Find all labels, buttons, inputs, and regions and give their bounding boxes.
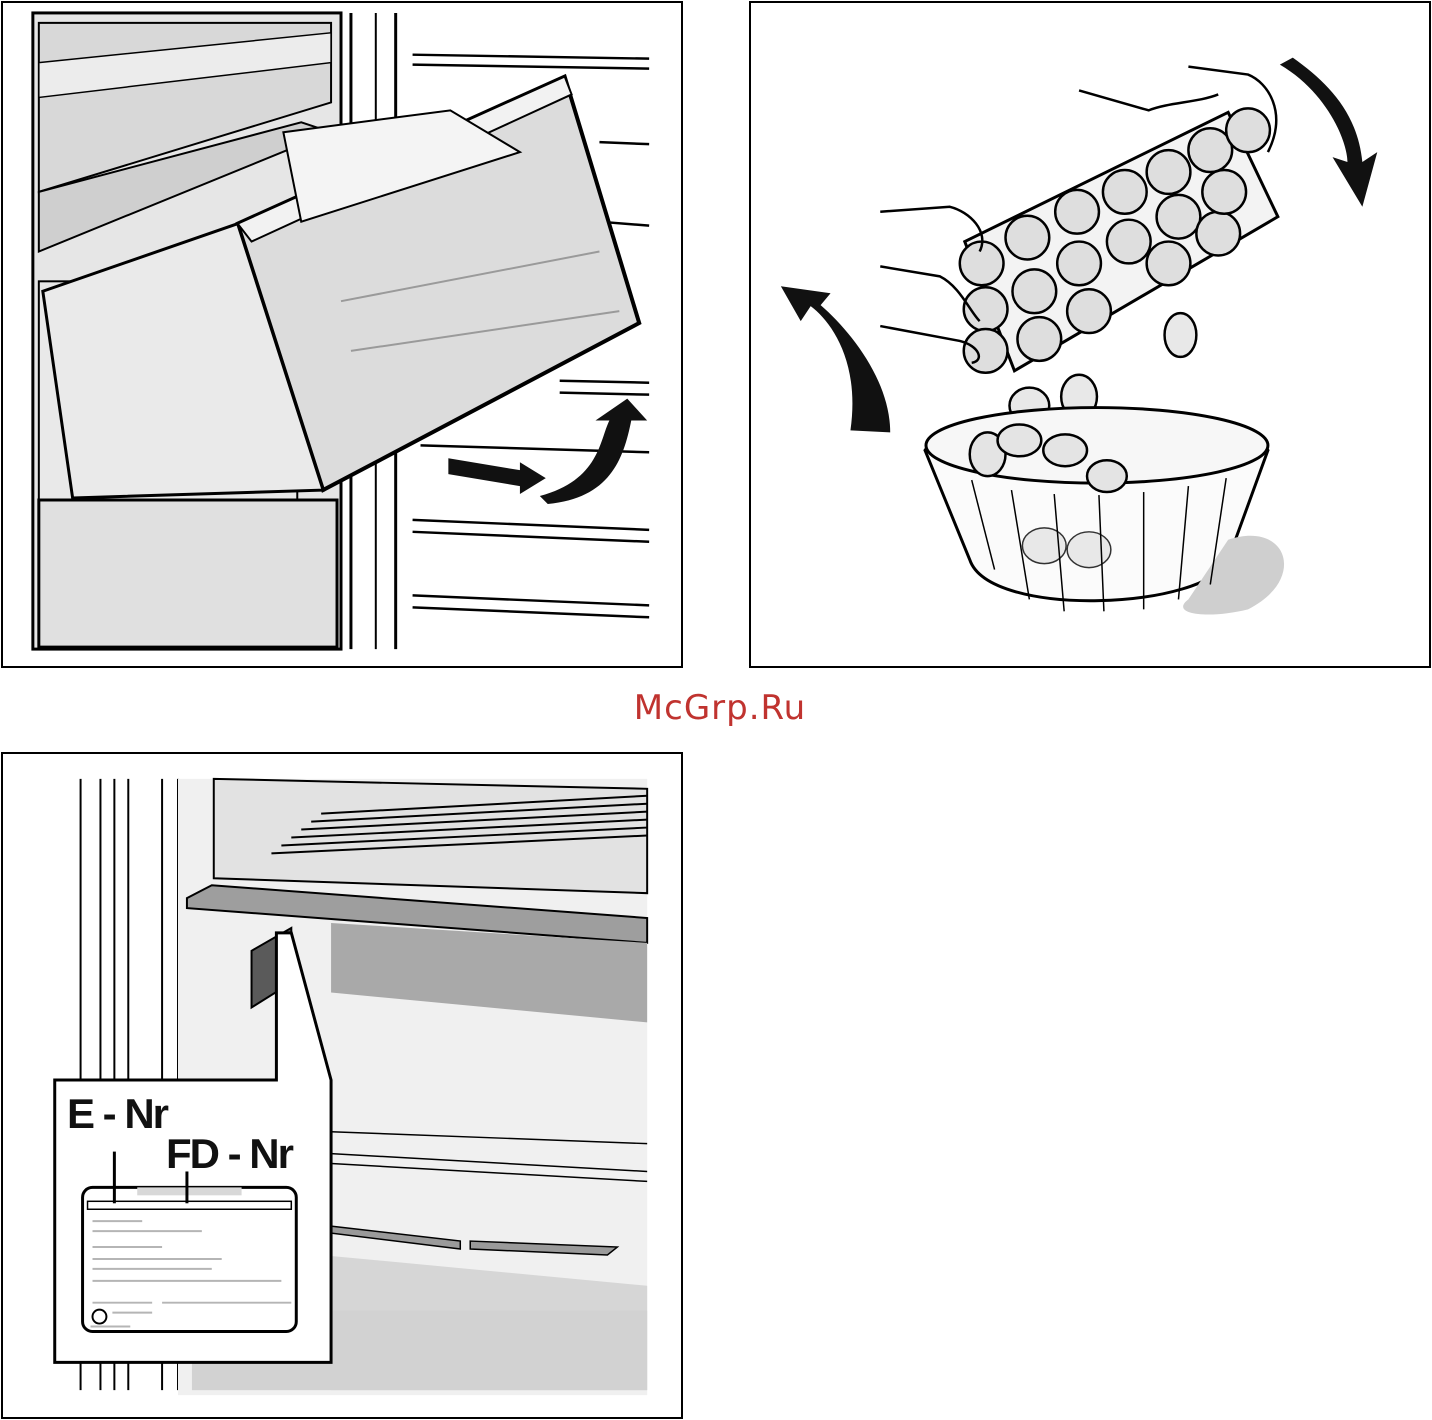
- rating-plate-location-illustration: [3, 754, 681, 1417]
- ice-tray-panel: [749, 1, 1431, 668]
- ice-cube-tray-illustration: [751, 3, 1429, 666]
- e-nr-label: E - Nr: [67, 1090, 167, 1138]
- drawer-removal-illustration: [3, 3, 681, 666]
- fd-nr-label: FD - Nr: [166, 1130, 292, 1178]
- rating-plate-panel: [1, 752, 683, 1419]
- drawer-removal-panel: [1, 1, 683, 668]
- watermark-text: McGrp.Ru: [560, 688, 880, 728]
